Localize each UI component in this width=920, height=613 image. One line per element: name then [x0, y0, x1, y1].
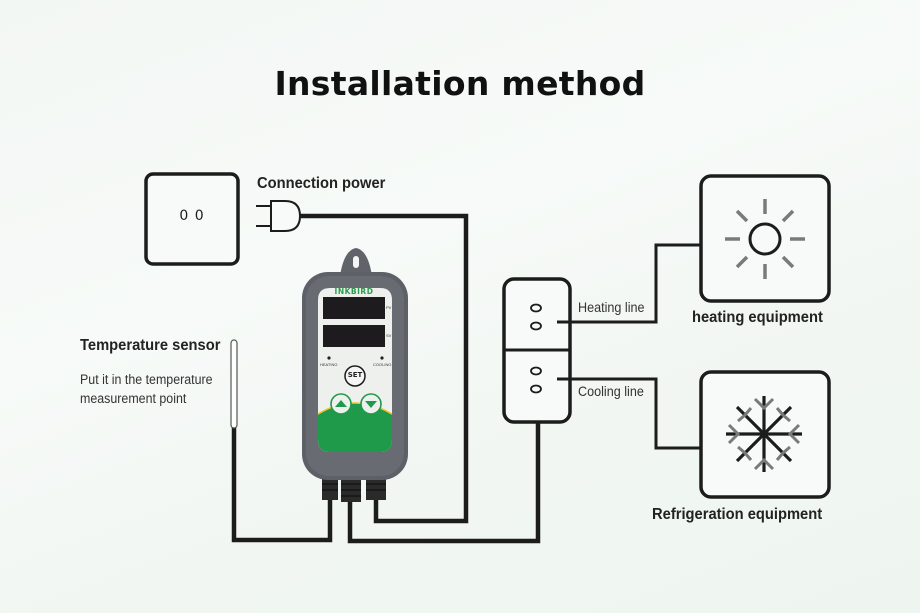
- wall-socket: [144, 172, 240, 266]
- wall-socket-holes: 0 0: [179, 208, 205, 224]
- heating-line-wire: [557, 243, 700, 324]
- sensor-description: Put it in the temperature measurement po…: [80, 370, 213, 408]
- snowflake-icon: [726, 396, 802, 472]
- temperature-controller: [302, 248, 408, 502]
- outlet-wire: [347, 422, 541, 544]
- sv-label: SV: [386, 333, 392, 338]
- pv-label: PV: [386, 305, 392, 310]
- dual-outlet-box: [502, 277, 572, 424]
- cooling-indicator-label: COOLING: [373, 362, 392, 367]
- sun-icon: [725, 199, 805, 279]
- sensor-description-line2: measurement point: [80, 391, 187, 406]
- refrigeration-equipment-label: Refrigeration equipment: [652, 506, 823, 523]
- set-button: SET: [347, 371, 363, 379]
- page-title: Installation method: [274, 64, 646, 103]
- heating-indicator-label: HEATING: [320, 362, 338, 367]
- heating-line-label: Heating line: [578, 299, 645, 315]
- power-wire: [300, 213, 469, 524]
- temperature-sensor-label: Temperature sensor: [80, 337, 221, 354]
- cooling-line-wire: [557, 377, 700, 450]
- sensor-wire: [231, 425, 333, 543]
- connection-power-label: Connection power: [257, 175, 386, 192]
- plug-icon: [256, 200, 302, 232]
- controller-brand: INKBIRD: [334, 287, 374, 296]
- sensor-description-line1: Put it in the temperature: [80, 372, 213, 387]
- cooling-line-label: Cooling line: [578, 383, 644, 399]
- heating-equipment-box: [699, 174, 831, 303]
- heating-equipment-label: heating equipment: [692, 309, 823, 326]
- temperature-probe: [230, 339, 238, 429]
